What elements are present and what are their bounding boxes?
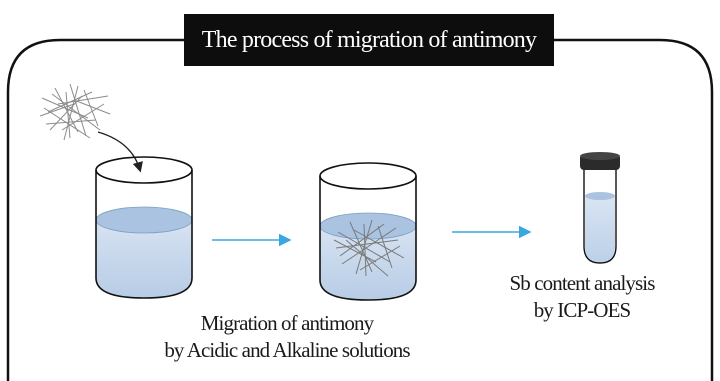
process-frame <box>6 38 714 381</box>
analysis-caption-line1: Sb content analysis <box>509 271 655 295</box>
migration-caption-line2: by Acidic and Alkaline solutions <box>164 338 410 362</box>
beaker-with-fibers-icon <box>319 162 417 301</box>
analysis-caption-line2: by ICP-OES <box>533 298 632 322</box>
diagram-title: The process of migration of antimony <box>184 14 554 66</box>
beaker-icon <box>95 156 193 299</box>
test-tube-icon <box>580 152 620 264</box>
analysis-caption: Sb content analysis by ICP-OES <box>482 270 682 324</box>
migration-caption: Migration of antimony by Acidic and Alka… <box>112 310 462 364</box>
fiber-sample-icon <box>39 83 111 141</box>
drop-arrow <box>97 131 143 173</box>
migration-caption-line1: Migration of antimony <box>200 311 374 335</box>
